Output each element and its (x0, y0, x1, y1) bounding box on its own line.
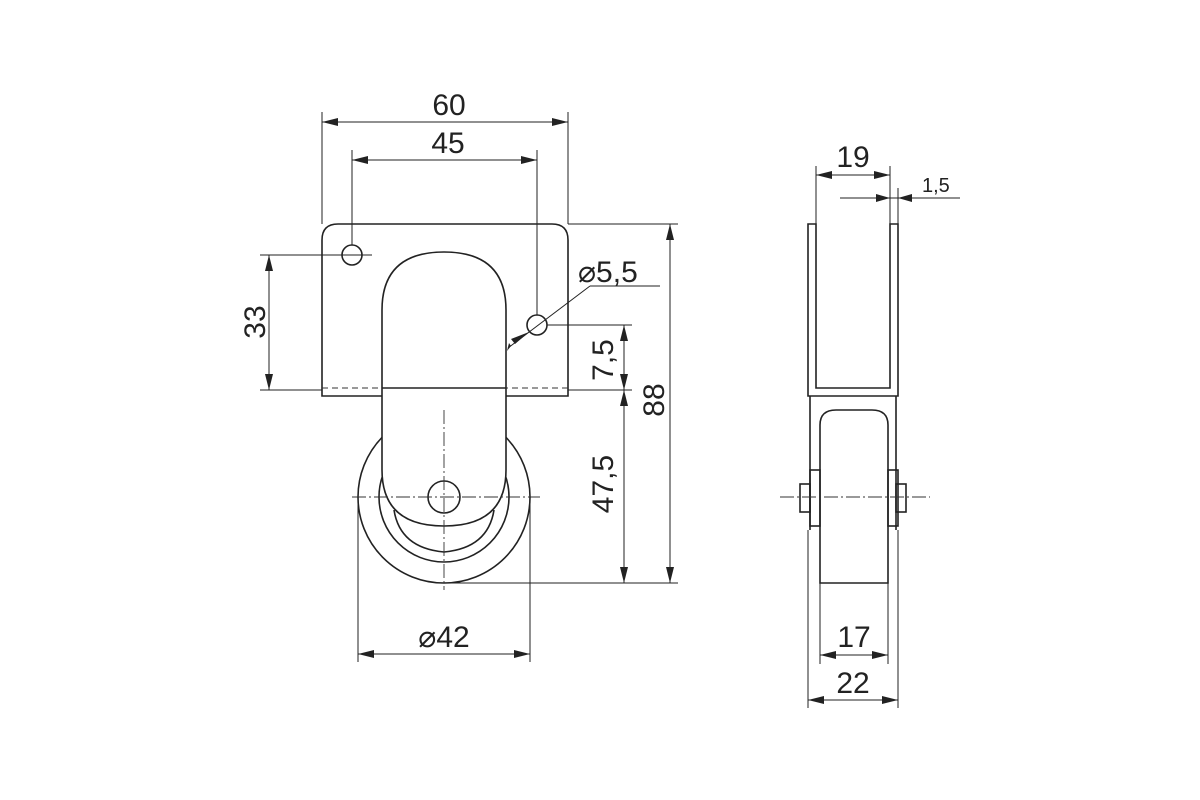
dim-label-22: 22 (836, 667, 869, 700)
front-view: 60 45 33 ⌀5,5 7,5 47,5 (239, 89, 678, 662)
dim-label-wheel-diameter: ⌀42 (418, 621, 469, 654)
side-view: 19 1,5 17 22 (780, 141, 960, 708)
dim-label-hole-diameter: ⌀5,5 (578, 256, 638, 289)
axle-spacer-right (887, 469, 899, 527)
dim-label-19: 19 (836, 141, 869, 174)
dim-label-47-5: 47,5 (587, 455, 620, 513)
dim-label-7-5: 7,5 (587, 339, 620, 381)
side-wheel (819, 409, 889, 584)
dim-label-1-5: 1,5 (922, 175, 950, 197)
dim-label-45: 45 (431, 127, 464, 160)
dim-label-33: 33 (239, 305, 272, 338)
mounting-hole-right (526, 314, 548, 336)
mounting-plate (321, 223, 569, 397)
dim-label-60: 60 (432, 89, 465, 122)
axle-end-right (895, 483, 907, 513)
u-bracket (807, 223, 899, 397)
dim-label-88: 88 (638, 383, 671, 416)
dim-label-17: 17 (837, 621, 870, 654)
axle-end-left (799, 483, 811, 513)
fork-body (381, 251, 507, 527)
axle-spacer-left (809, 469, 821, 527)
